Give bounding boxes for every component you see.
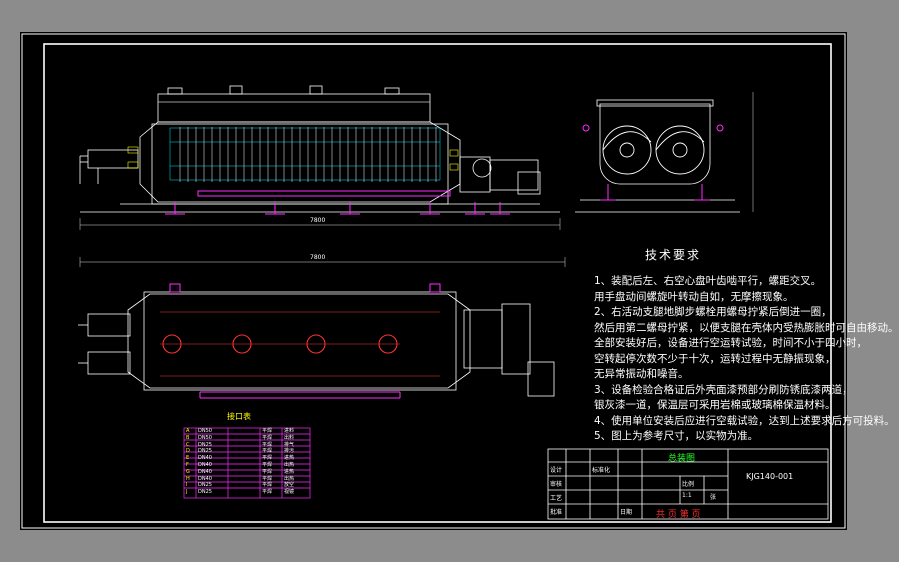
tech-req-line: 然后用第二螺母拧紧，以便支腿在壳体内受热膨胀时可自由移动。 — [594, 321, 899, 334]
front-legs — [165, 190, 510, 215]
drawing-number: KJG140-001 — [746, 472, 794, 481]
sheet-info: 共 页 第 页 — [656, 510, 701, 520]
nozzle-table-cell: DN25 — [198, 489, 212, 496]
nozzle-table-cell: D — [186, 448, 190, 455]
nozzle-table-cell: I — [186, 482, 188, 489]
nozzle-table-cell: DN40 — [198, 462, 212, 468]
front-nozzles — [127, 146, 459, 171]
nozzle-table-cell: B — [186, 434, 190, 441]
tb-label: 审核 — [550, 481, 563, 488]
nozzle-table-cell: 平焊 — [262, 475, 273, 482]
inner-frame — [43, 43, 832, 523]
top-dimension-label: 7800 — [310, 254, 326, 261]
tech-req-line: 1、装配后左、右空心盘叶齿啮平行，螺距交叉。 — [594, 275, 822, 287]
nozzle-table-cell: 平焊 — [262, 489, 273, 496]
side-view — [575, 92, 754, 213]
tb-label: 标准化 — [592, 467, 611, 474]
nozzle-table-cell: 放空 — [284, 482, 295, 489]
tech-req-line: 空转起停次数不少于十次，运转过程中无静振现象， — [594, 352, 836, 365]
nozzle-table-cell: C — [186, 441, 190, 448]
nozzle-table-cell: 平焊 — [262, 448, 273, 455]
nozzle-table-cell: A — [186, 428, 190, 434]
top-view — [78, 257, 566, 397]
nozzle-table-cell: J — [186, 489, 188, 496]
nozzle-table-cell: 进料 — [284, 428, 295, 434]
nozzle-table-cell: DN25 — [198, 448, 212, 455]
title-block-grid — [547, 448, 829, 520]
nozzle-table-cell: 平焊 — [262, 482, 273, 489]
top-portholes — [160, 311, 440, 377]
tb-label: 批准 — [550, 509, 563, 516]
nozzle-table-cell: H — [186, 475, 190, 482]
tech-req-line: 无异常振动和噪音。 — [594, 368, 689, 380]
tech-req-line: 2、右活动支腿地脚步螺栓用螺母拧紧后倒进一圈， — [594, 306, 832, 318]
nozzle-table-cell: 出料 — [284, 434, 295, 441]
tech-req-line: 3、设备检验合格证后外壳面漆预部分刷防锈底漆两道， — [594, 383, 853, 396]
sheet-label: 张 — [710, 494, 717, 501]
nozzle-table-cell: E — [186, 455, 190, 462]
nozzle-table-cell: DN25 — [198, 441, 212, 448]
tech-req-title: 技术要求 — [645, 248, 702, 262]
nozzle-table-cell: DN50 — [198, 434, 212, 441]
nozzle-table-cell: 排气 — [284, 441, 295, 448]
nozzle-table-cell: 平焊 — [262, 428, 273, 434]
drawing-name: 总装图 — [668, 454, 696, 464]
nozzle-table-cell: 出热 — [284, 462, 295, 468]
tech-req-list: 1、装配后左、右空心盘叶齿啮平行，螺距交叉。 用手盘动间螺旋叶转动自如，无摩擦现… — [594, 274, 899, 445]
tb-label: 日期 — [620, 509, 633, 516]
assembly-drawing — [21, 33, 846, 529]
nozzle-table-cell: 视镜 — [284, 489, 295, 496]
nozzle-table-cell: 进热 — [284, 455, 295, 462]
tb-label: 工艺 — [550, 495, 563, 502]
nozzle-table-cell: G — [186, 468, 190, 475]
front-view — [79, 85, 561, 230]
outer-frame — [21, 33, 846, 529]
nozzle-table-cell: F — [186, 462, 189, 468]
tb-label: 设计 — [550, 467, 563, 474]
nozzle-table-cell: DN40 — [198, 475, 212, 482]
cad-viewport[interactable]: 7800 7800 技术要求 1、装配后左、右空心盘叶齿啮平行，螺距交叉。 用手… — [20, 32, 899, 530]
top-legs — [169, 283, 441, 399]
tech-req-line: 全部安装好后，设备进行空运转试验，时间不小于四小时， — [594, 337, 867, 349]
nozzle-table-cell: 排污 — [284, 448, 295, 455]
tech-req-line: 4、使用单位安装后应进行空载试验，达到上述要求后方可投料。 — [594, 414, 895, 427]
front-internals — [169, 127, 441, 181]
nozzle-table-cell: 平焊 — [262, 434, 273, 441]
nozzle-table-cell: 出热 — [284, 475, 295, 482]
side-legs — [582, 124, 724, 201]
tech-req-line: 银灰漆一道，保温层可采用岩棉或玻璃棉保温材料。 — [594, 399, 836, 411]
scale-value: 1:1 — [682, 492, 692, 499]
nozzle-table-cell: DN40 — [198, 455, 212, 462]
scale-label: 比例 — [682, 481, 695, 488]
nozzle-table-cell: 进热 — [284, 468, 295, 475]
front-dimension-label: 7800 — [310, 217, 326, 224]
nozzle-table-cell: 平焊 — [262, 468, 273, 475]
tech-req-line: 用手盘动间螺旋叶转动自如，无摩擦现象。 — [594, 290, 794, 303]
nozzle-table-title: 接口表 — [227, 412, 251, 421]
nozzle-table-cell: 平焊 — [262, 462, 273, 468]
nozzle-table-cell: DN40 — [198, 468, 212, 475]
nozzle-table-cell: 平焊 — [262, 455, 273, 462]
nozzle-table-cell: DN25 — [198, 482, 212, 489]
nozzle-table-cell: DN50 — [198, 428, 212, 434]
nozzle-table-cell: 平焊 — [262, 441, 273, 448]
nozzle-table-grid — [183, 427, 311, 499]
side-rotors — [602, 125, 705, 175]
front-plates — [179, 127, 437, 182]
tech-req-line: 5、图上为参考尺寸，以实物为准。 — [594, 430, 759, 442]
